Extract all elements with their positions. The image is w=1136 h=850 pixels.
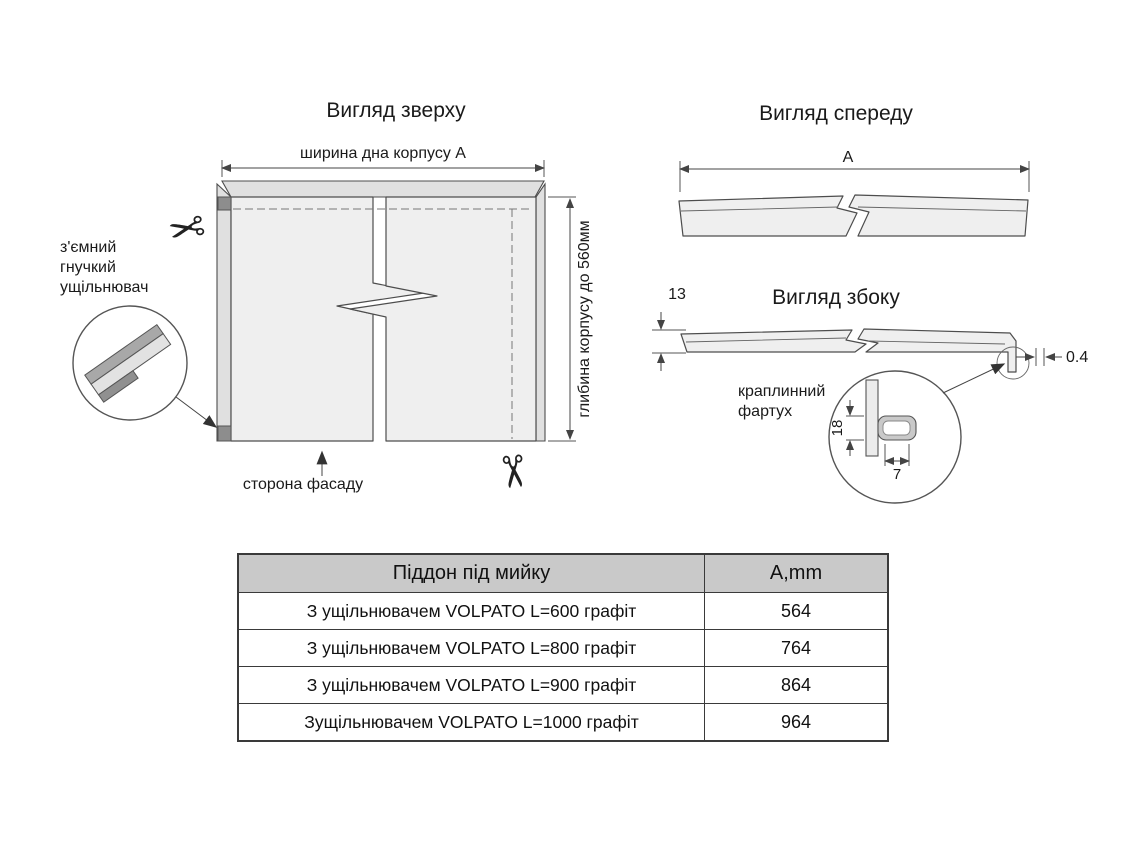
tray-right-rail (535, 182, 546, 442)
seal-end-bottom (217, 425, 232, 442)
apron-note-line-1: краплинний (738, 383, 825, 400)
table-row: Зущільнювачем VOLPATO L=1000 графіт 964 (237, 703, 889, 742)
side-view: Вигляд збоку 13 0.4 краплинний фартух (652, 286, 1088, 504)
side-profile-drawing (680, 328, 1030, 380)
dim-13-label: 13 (668, 286, 686, 303)
seal-note-line-1: з'ємний (60, 239, 116, 256)
front-profile-left (678, 195, 858, 237)
table-cell-size: 764 (704, 629, 889, 667)
table-row: З ущільнювачем VOLPATO L=600 графіт 564 (237, 592, 889, 630)
seal-end-top (217, 196, 232, 211)
depth-dimension-label: глибина корпусу до 560мм (576, 220, 593, 417)
apron-wall (865, 379, 879, 457)
tray-left-rail (216, 182, 232, 442)
width-dimension-label: ширина дна корпусу А (300, 145, 466, 162)
seal-note-line-2: гнучкий (60, 259, 116, 276)
dim-04-extension-lines (1035, 348, 1045, 366)
tray-drawing (216, 180, 546, 442)
lip-detail-ring (996, 346, 1030, 380)
tray-left-panel (230, 196, 425, 442)
apron-note: краплинний фартух (738, 383, 825, 420)
table-header-row: Піддон під мийку A,mm (237, 553, 889, 593)
seal-wedge (97, 370, 139, 403)
seal-strip-bottom (90, 332, 172, 396)
table-row: З ущільнювачем VOLPATO L=800 графіт 764 (237, 629, 889, 667)
top-view: Вигляд зверху ширина дна корпусу А глиби… (60, 99, 593, 493)
table-cell-size: 864 (704, 666, 889, 704)
depth-dim-extension-lines (548, 196, 576, 442)
scissors-icon-top: ✂ (164, 202, 210, 258)
table-cell-product: З ущільнювачем VOLPATO L=800 графіт (237, 629, 705, 667)
apron-tube-inner (882, 420, 911, 436)
front-profile-drawing (678, 194, 1029, 237)
side-profile-left (680, 329, 867, 353)
table-cell-product: Зущільнювачем VOLPATO L=1000 графіт (237, 703, 705, 742)
front-profile-right (848, 194, 1029, 237)
seal-profile (84, 323, 172, 403)
scissors-icon-bottom: ✂ (486, 451, 539, 493)
seal-detail (72, 305, 218, 428)
front-view: Вигляд спереду А (678, 102, 1030, 237)
table-header-size: A,mm (704, 553, 889, 593)
dim-a-label: А (843, 149, 854, 166)
table-row: З ущільнювачем VOLPATO L=900 графіт 864 (237, 666, 889, 704)
table-cell-size: 564 (704, 592, 889, 630)
apron-note-line-2: фартух (738, 403, 792, 420)
side-profile-seam-line (685, 337, 1006, 345)
table-cell-product: З ущільнювачем VOLPATO L=900 графіт (237, 666, 705, 704)
side-view-title: Вигляд збоку (772, 286, 900, 309)
spec-table: Піддон під мийку A,mm З ущільнювачем VOL… (237, 553, 889, 742)
table-cell-product: З ущільнювачем VOLPATO L=600 графіт (237, 592, 705, 630)
seal-note-line-3: ущільнювач (60, 279, 148, 296)
table-cell-size: 964 (704, 703, 889, 742)
facade-label: сторона фасаду (243, 476, 363, 493)
dim-18-label: 18 (829, 420, 846, 437)
tray-right-panel (349, 196, 537, 442)
front-dim-extension-lines (679, 161, 1030, 192)
tray-back-rail (221, 180, 545, 198)
apron-leader-arrow (942, 363, 1006, 394)
top-view-title: Вигляд зверху (326, 99, 466, 122)
apron-detail: 18 7 (828, 363, 1006, 504)
dim-04-label: 0.4 (1066, 349, 1088, 366)
dim-7-label: 7 (893, 466, 901, 483)
seal-note: з'ємний гнучкий ущільнювач (60, 239, 148, 296)
seal-leader-arrow (175, 396, 218, 428)
side-profile-right (857, 328, 1017, 373)
front-view-title: Вигляд спереду (759, 102, 913, 125)
front-profile-seam-line (680, 206, 1027, 212)
table-header-product: Піддон під мийку (237, 553, 705, 593)
